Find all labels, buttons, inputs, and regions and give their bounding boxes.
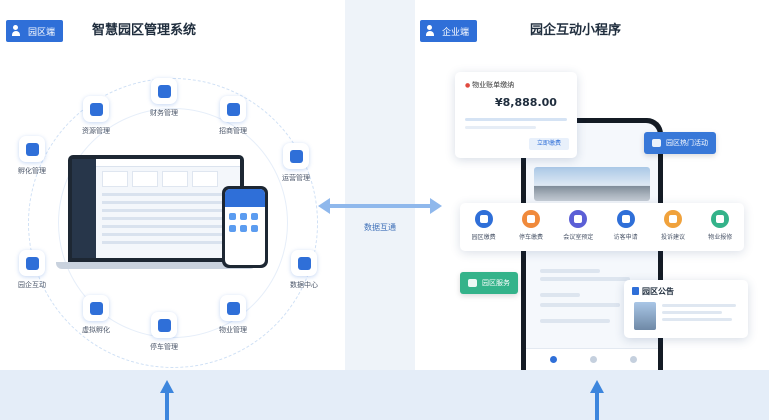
- service-visitor[interactable]: 访客申请: [606, 210, 646, 241]
- laptop-dashboard-screen: [72, 159, 240, 258]
- flame-icon: [652, 139, 661, 147]
- bill-amount: ¥8,888.00: [495, 96, 557, 109]
- service-parking-payment[interactable]: 停车缴费: [511, 210, 551, 241]
- service-repair[interactable]: 物业报修: [700, 210, 740, 241]
- park-notice-card[interactable]: 园区公告: [624, 280, 748, 338]
- wrench-icon: [711, 210, 730, 228]
- module-incubation-management[interactable]: 孵化管理: [4, 136, 60, 176]
- park-building-photo: [534, 167, 650, 201]
- incubation-icon: [83, 295, 109, 321]
- module-parking[interactable]: 停车管理: [136, 312, 192, 352]
- property-bill-card: 物业账单缴纳 ¥8,888.00 立即缴费: [455, 72, 577, 158]
- meeting-room-icon: [569, 210, 588, 228]
- user-icon: [12, 25, 24, 37]
- module-investment[interactable]: 招商管理: [205, 96, 261, 136]
- phone-bottom-nav: [526, 348, 658, 370]
- service-icon: [468, 279, 477, 287]
- service-meeting-room[interactable]: 会议室预定: [558, 210, 598, 241]
- property-icon: [220, 295, 246, 321]
- data-exchange-arrow-icon: [318, 198, 442, 214]
- notice-thumbnail: [634, 302, 656, 330]
- operations-icon: [283, 143, 309, 169]
- parking-icon: [151, 312, 177, 338]
- pay-now-button[interactable]: 立即缴费: [529, 138, 569, 150]
- small-phone-mockup: [222, 186, 268, 268]
- feedback-icon: [663, 210, 682, 228]
- visitor-icon: [616, 210, 635, 228]
- module-property[interactable]: 物业管理: [205, 295, 261, 335]
- module-virtual-incubation[interactable]: 虚拟孵化: [68, 295, 124, 335]
- service-complaint[interactable]: 投诉建议: [653, 210, 693, 241]
- module-operations[interactable]: 运营管理: [268, 143, 324, 183]
- module-finance[interactable]: 财务管理: [136, 78, 192, 118]
- investment-icon: [220, 96, 246, 122]
- enterprise-side-tag-label: 企业端: [442, 27, 470, 38]
- data-exchange-label: 数据互通: [364, 223, 396, 232]
- laptop-mockup: [68, 155, 244, 262]
- payment-icon: [474, 210, 493, 228]
- data-center-icon: [291, 250, 317, 276]
- park-side-tag-label: 园区端: [28, 27, 56, 38]
- module-resource[interactable]: 资源管理: [68, 96, 124, 136]
- enterprise-side-tag: 企业端: [420, 20, 478, 42]
- car-icon: [521, 210, 540, 228]
- up-arrow-right-icon: [590, 380, 604, 420]
- service-shortcuts-bar: 园区缴费 停车缴费 会议室预定 访客申请 投诉建议 物业报修: [460, 203, 744, 251]
- park-side-tag: 园区端: [6, 20, 64, 42]
- module-data-center[interactable]: 数据中心: [276, 250, 332, 290]
- module-ring-inner: [58, 108, 288, 338]
- interaction-icon: [19, 250, 45, 276]
- bill-card-title: 物业账单缴纳: [465, 80, 567, 90]
- user-icon: [426, 25, 438, 37]
- hot-activity-pill[interactable]: 园区热门活动: [644, 132, 716, 154]
- module-interaction[interactable]: 园企互动: [4, 250, 60, 290]
- finance-icon: [151, 78, 177, 104]
- park-system-title: 智慧园区管理系统: [92, 23, 197, 38]
- laptop-base: [56, 262, 256, 269]
- notice-card-title: 园区公告: [632, 286, 740, 297]
- resource-icon: [83, 96, 109, 122]
- bottom-strip: [0, 370, 769, 420]
- up-arrow-left-icon: [160, 380, 174, 420]
- service-park-payment[interactable]: 园区缴费: [464, 210, 504, 241]
- park-services-pill[interactable]: 园区服务: [460, 272, 518, 294]
- incubation-management-icon: [19, 136, 45, 162]
- mini-program-title: 园企互动小程序: [530, 23, 622, 38]
